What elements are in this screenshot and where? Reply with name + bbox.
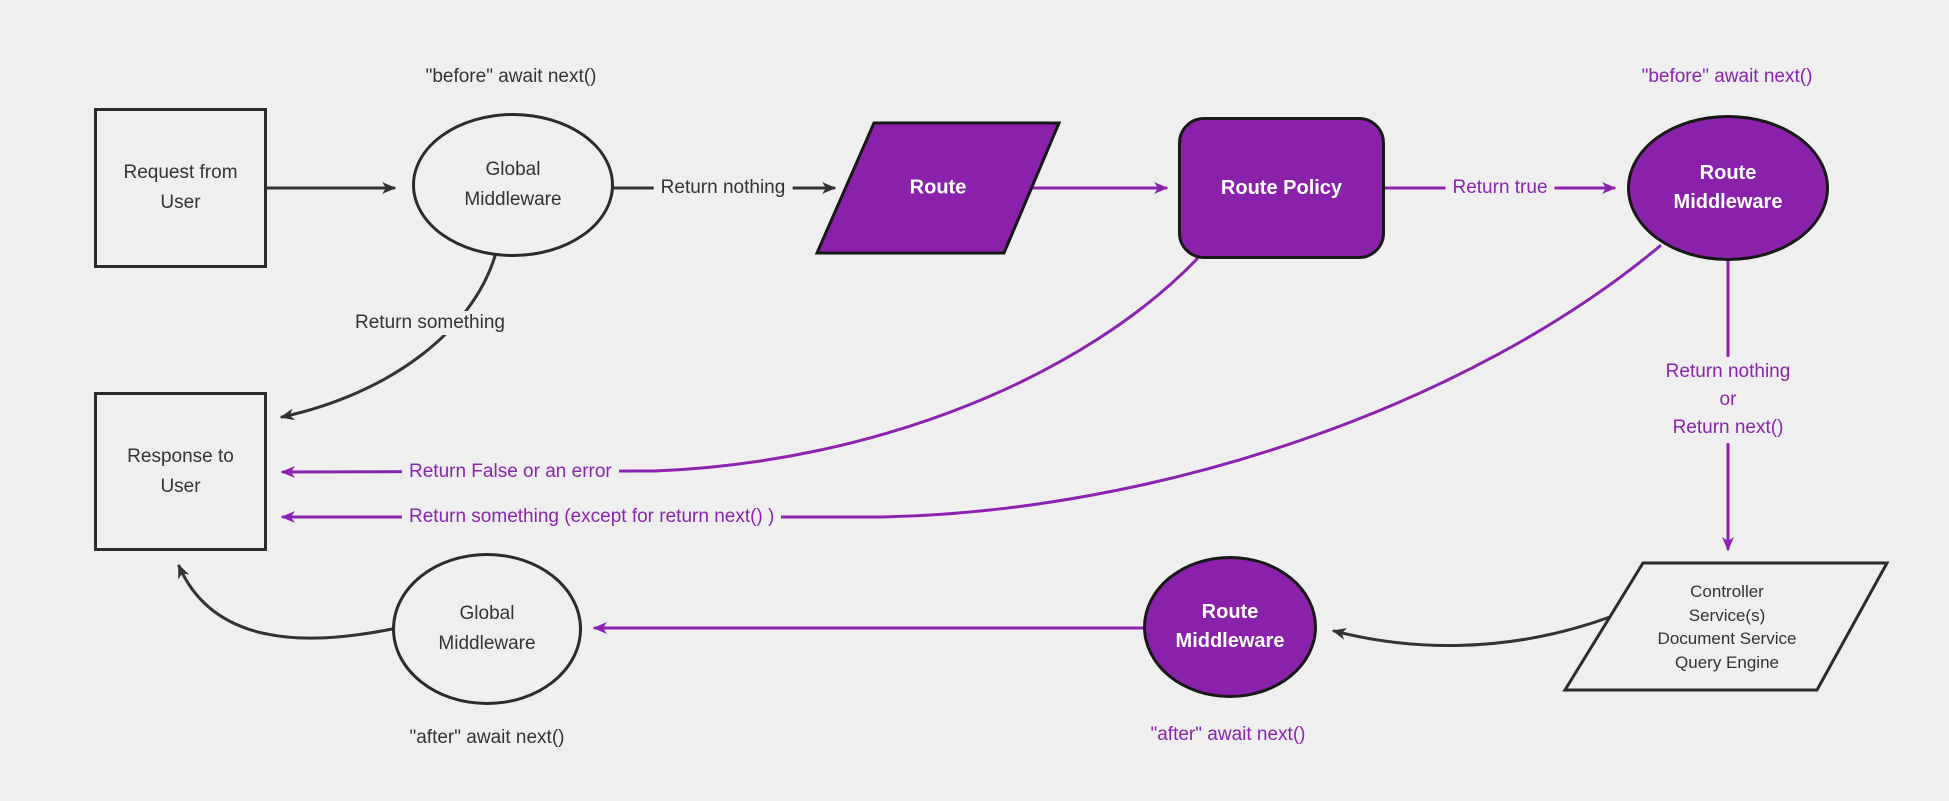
edge-global-to-response bbox=[280, 254, 497, 421]
label-return-true: Return true bbox=[1445, 176, 1555, 200]
node-response-label: Response to User bbox=[127, 445, 234, 497]
node-global-top-label: Global Middleware bbox=[464, 159, 562, 210]
edge-routemw-to-response bbox=[281, 244, 1662, 523]
node-route-middleware-bottom: Route Middleware bbox=[1143, 556, 1317, 698]
label-before-await-next-route: "before" await next() bbox=[1641, 66, 1813, 87]
edge-policy-to-response bbox=[281, 257, 1199, 478]
label-return-nothing-or-next: Return nothing or Return next() bbox=[1658, 357, 1798, 443]
node-response-to-user: Response to User bbox=[94, 392, 267, 551]
route-parallelogram bbox=[814, 121, 1062, 255]
edge-controller-to-routemw bbox=[1332, 615, 1612, 648]
label-return-nothing: Return nothing bbox=[653, 176, 793, 200]
node-route-middleware-top: Route Middleware bbox=[1627, 115, 1829, 261]
node-route-label: Route bbox=[909, 176, 967, 199]
node-route-policy: Route Policy bbox=[1178, 117, 1385, 259]
label-after-await-next-route: "after" await next() bbox=[1150, 724, 1306, 745]
node-global-middleware-top: Global Middleware bbox=[412, 113, 614, 257]
node-request-label: Request from User bbox=[123, 162, 238, 213]
controller-parallelogram bbox=[1562, 561, 1890, 692]
node-global-middleware-bottom: Global Middleware bbox=[392, 553, 582, 705]
label-return-something-except: Return something (except for return next… bbox=[402, 505, 782, 529]
node-global-bottom-label: Global Middleware bbox=[438, 603, 536, 654]
label-before-await-next-global: "before" await next() bbox=[425, 66, 597, 87]
node-route-policy-label: Route Policy bbox=[1220, 176, 1343, 199]
label-return-false-or-error: Return False or an error bbox=[402, 460, 619, 484]
label-after-await-next-global: "after" await next() bbox=[409, 727, 565, 748]
node-controller-label: Controller Service(s) Document Service Q… bbox=[1657, 582, 1797, 672]
node-route-mw-top-label: Route Middleware bbox=[1673, 162, 1783, 213]
edge-globalbottom-to-response bbox=[177, 564, 394, 640]
node-route-mw-bottom-label: Route Middleware bbox=[1175, 601, 1285, 652]
label-return-something: Return something bbox=[348, 311, 512, 335]
node-request-from-user: Request from User bbox=[94, 108, 267, 268]
